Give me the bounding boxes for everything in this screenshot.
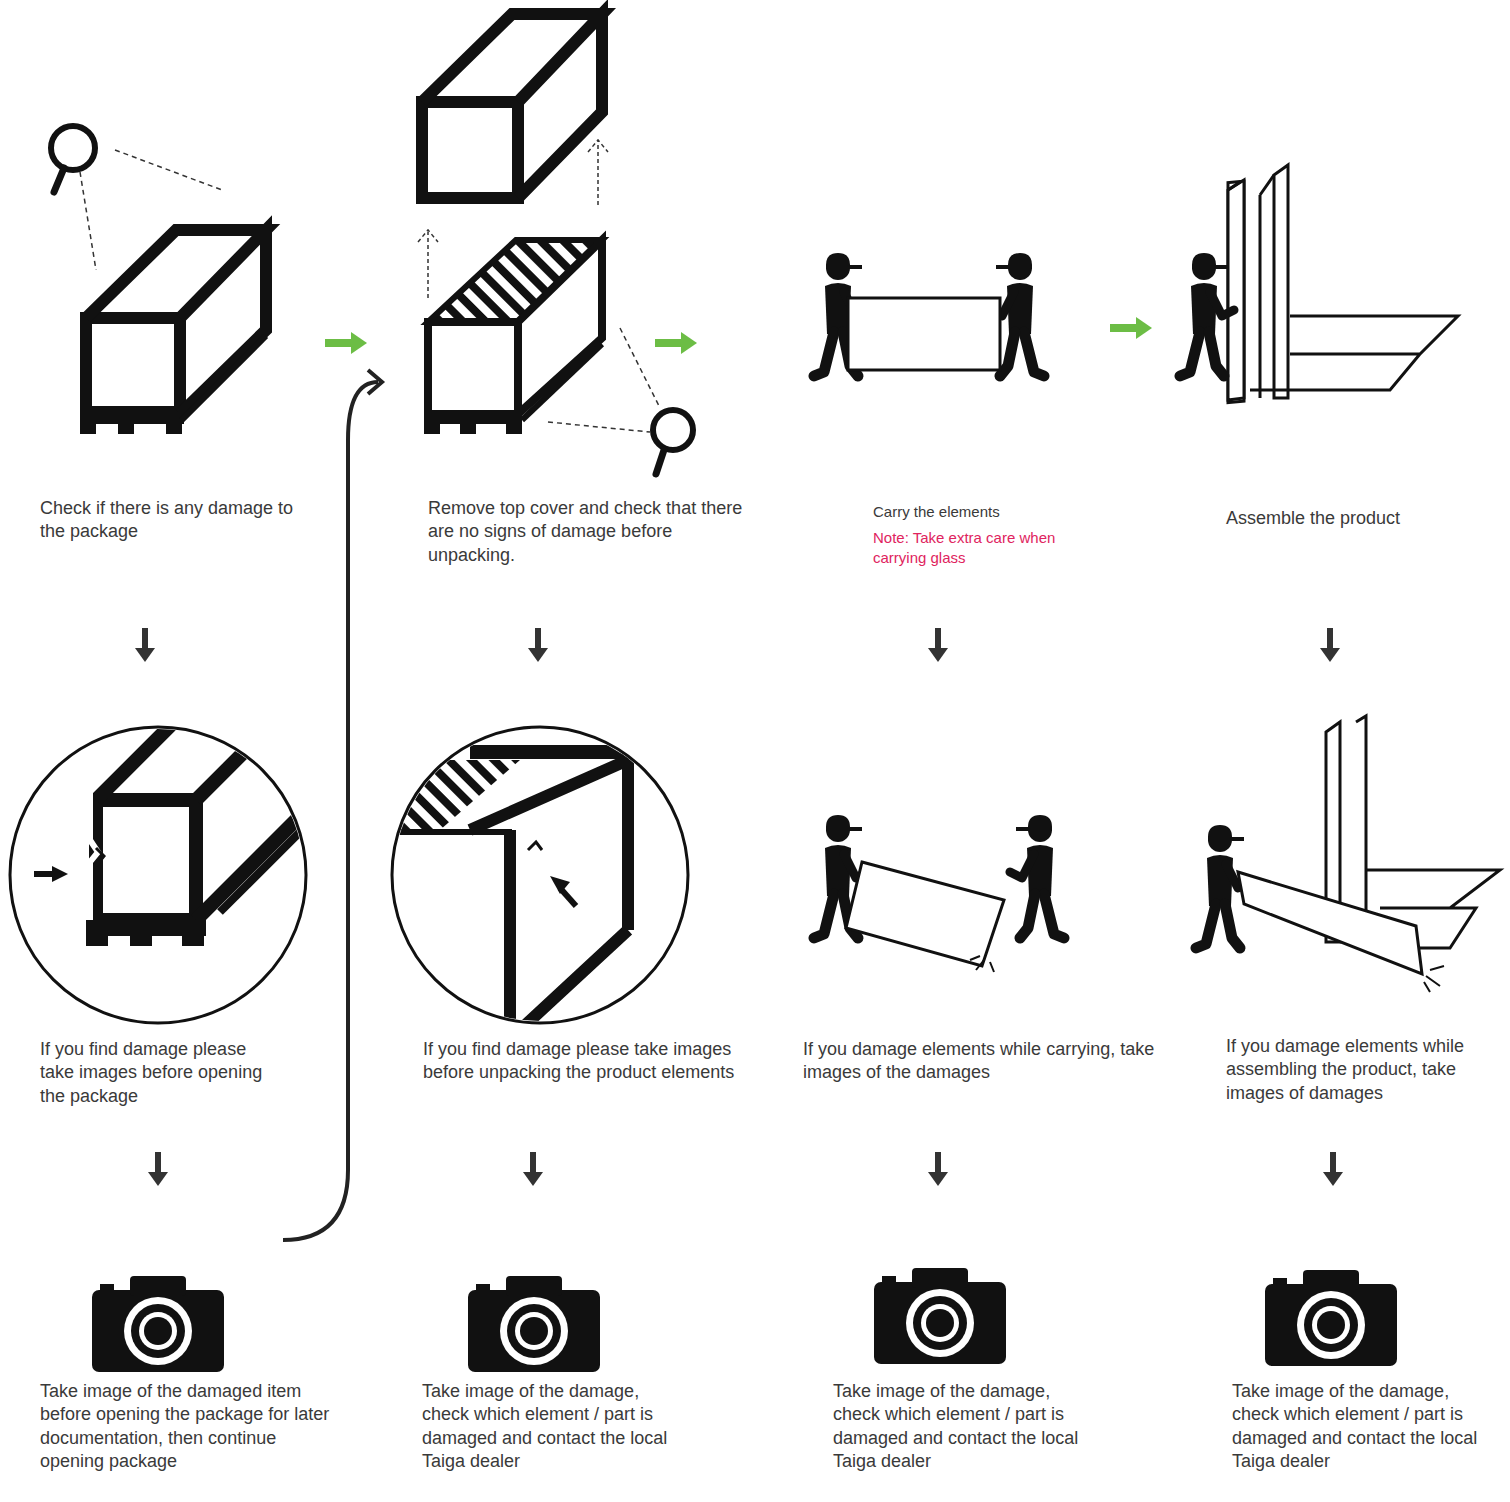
damage-caption: If you damage elements while assembling … xyxy=(1226,1035,1496,1105)
note: Note: Take extra care when carrying glas… xyxy=(873,528,1073,567)
step-caption: Check if there is any damage to the pack… xyxy=(40,497,310,544)
step-caption: Carry the elements xyxy=(873,502,1073,522)
camera-caption: Take image of the damage, check which el… xyxy=(833,1380,1083,1474)
damage-caption: If you damage elements while carrying, t… xyxy=(803,1038,1173,1085)
damage-caption: If you find damage please take images be… xyxy=(40,1038,285,1108)
camera-caption: Take image of the damage, check which el… xyxy=(422,1380,672,1474)
camera-caption: Take image of the damaged item before op… xyxy=(40,1380,340,1474)
step-caption: Assemble the product xyxy=(1226,507,1456,530)
damage-caption: If you find damage please take images be… xyxy=(423,1038,763,1085)
step-caption: Remove top cover and check that there ar… xyxy=(428,497,758,567)
camera-caption: Take image of the damage, check which el… xyxy=(1232,1380,1482,1474)
